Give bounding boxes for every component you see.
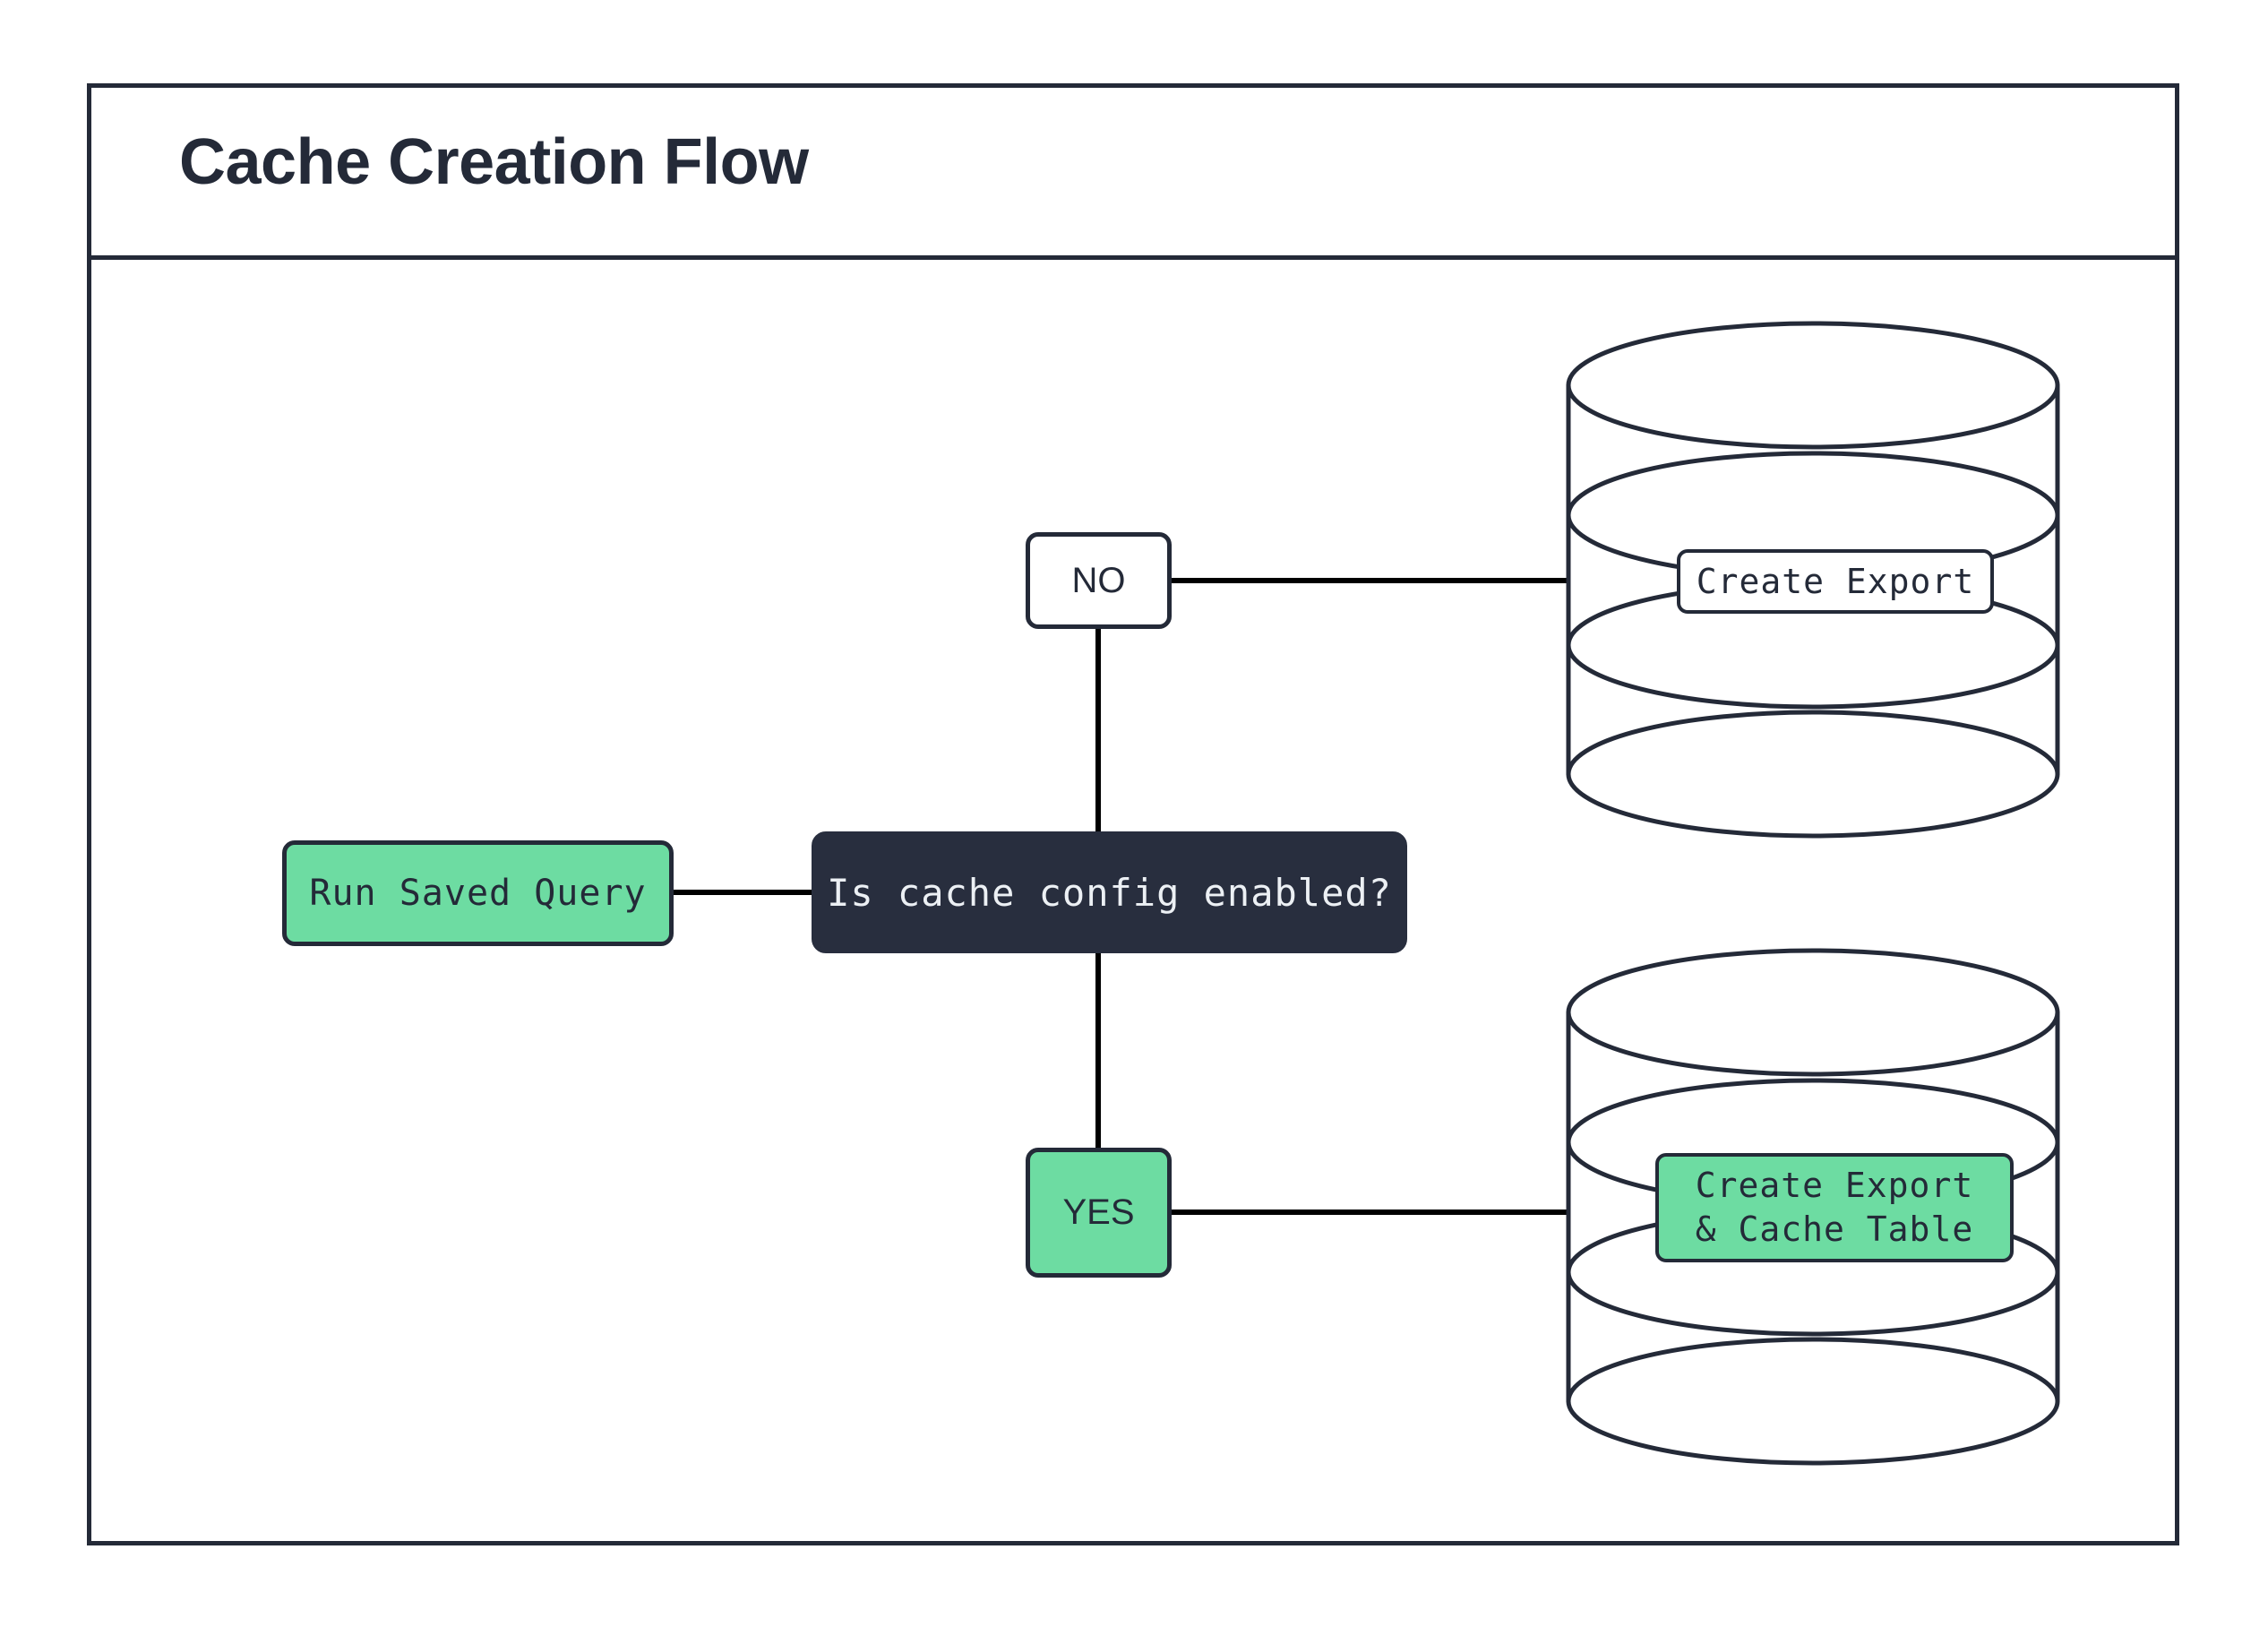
node-decision-is-cache-config-enabled[interactable]: Is cache config enabled? bbox=[812, 831, 1407, 953]
db-label-create-export: Create Export bbox=[1677, 549, 1994, 614]
db-label-create-export-cache-table: Create Export & Cache Table bbox=[1655, 1153, 2014, 1262]
node-branch-yes[interactable]: YES bbox=[1026, 1148, 1172, 1278]
diagram-header-band bbox=[87, 83, 2179, 260]
edge-run-saved-query-to-decision bbox=[674, 890, 813, 895]
edge-decision-to-yes bbox=[1095, 950, 1101, 1150]
edge-no-to-db-export bbox=[1169, 578, 1570, 583]
edge-decision-to-no bbox=[1095, 625, 1101, 835]
edge-yes-to-db-export-cache bbox=[1169, 1209, 1570, 1215]
node-run-saved-query[interactable]: Run Saved Query bbox=[282, 840, 674, 946]
node-branch-no[interactable]: NO bbox=[1026, 532, 1172, 629]
page-title: Cache Creation Flow bbox=[179, 126, 809, 198]
diagram-frame bbox=[87, 83, 2179, 1545]
